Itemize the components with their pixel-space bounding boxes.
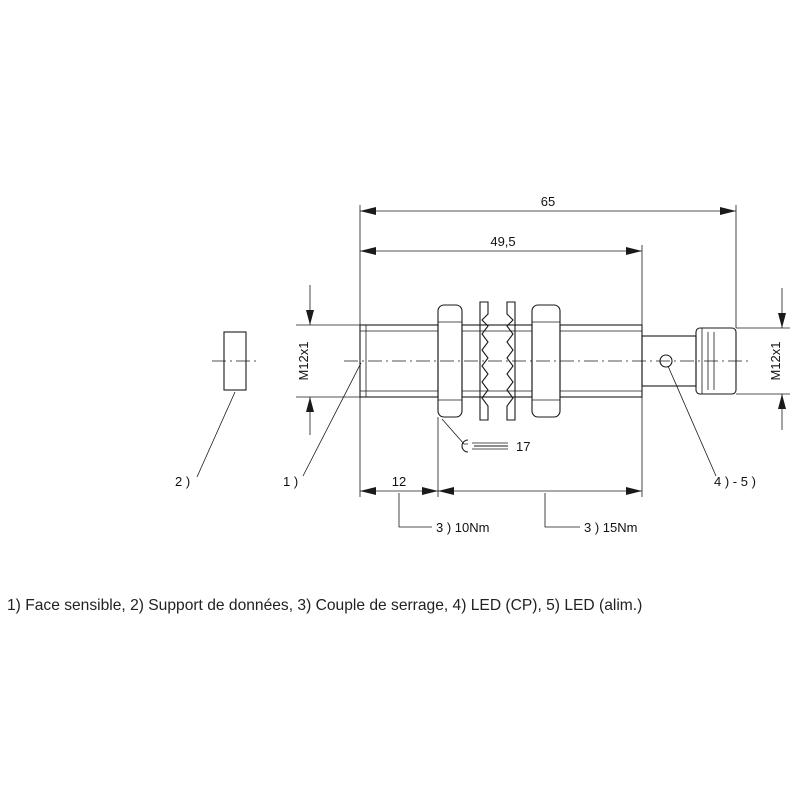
wrench-size-label: 17: [516, 439, 530, 454]
torque-callouts: 3 ) 10Nm 3 ) 15Nm: [398, 493, 637, 535]
dimension-nut-distance: 12: [360, 474, 642, 495]
legend-caption: 1) Face sensible, 2) Support de données,…: [7, 597, 643, 614]
dimension-body-length: 49,5: [360, 234, 642, 255]
led-label: 4 ) - 5 ): [714, 474, 756, 489]
nut-distance-label: 12: [392, 474, 406, 489]
wrench-callout: 17: [441, 418, 530, 454]
sensing-face-label: 1 ): [283, 474, 298, 489]
body-length-label: 49,5: [490, 234, 515, 249]
thread-left-label: M12x1: [296, 341, 311, 380]
dimension-overall-length: 65: [360, 194, 736, 215]
torque-rear-label: 3 ) 15Nm: [584, 520, 637, 535]
sensor-body: [344, 301, 752, 421]
torque-front-label: 3 ) 10Nm: [436, 520, 489, 535]
thread-right-label: M12x1: [768, 341, 783, 380]
extension-lines: [296, 205, 790, 497]
dimension-thread-left: M12x1: [296, 285, 314, 435]
leader-lines: [302, 362, 717, 477]
data-carrier-label: 2 ): [175, 474, 190, 489]
data-carrier: [196, 331, 258, 478]
dimension-thread-right: M12x1: [768, 288, 786, 430]
overall-length-label: 65: [541, 194, 555, 209]
